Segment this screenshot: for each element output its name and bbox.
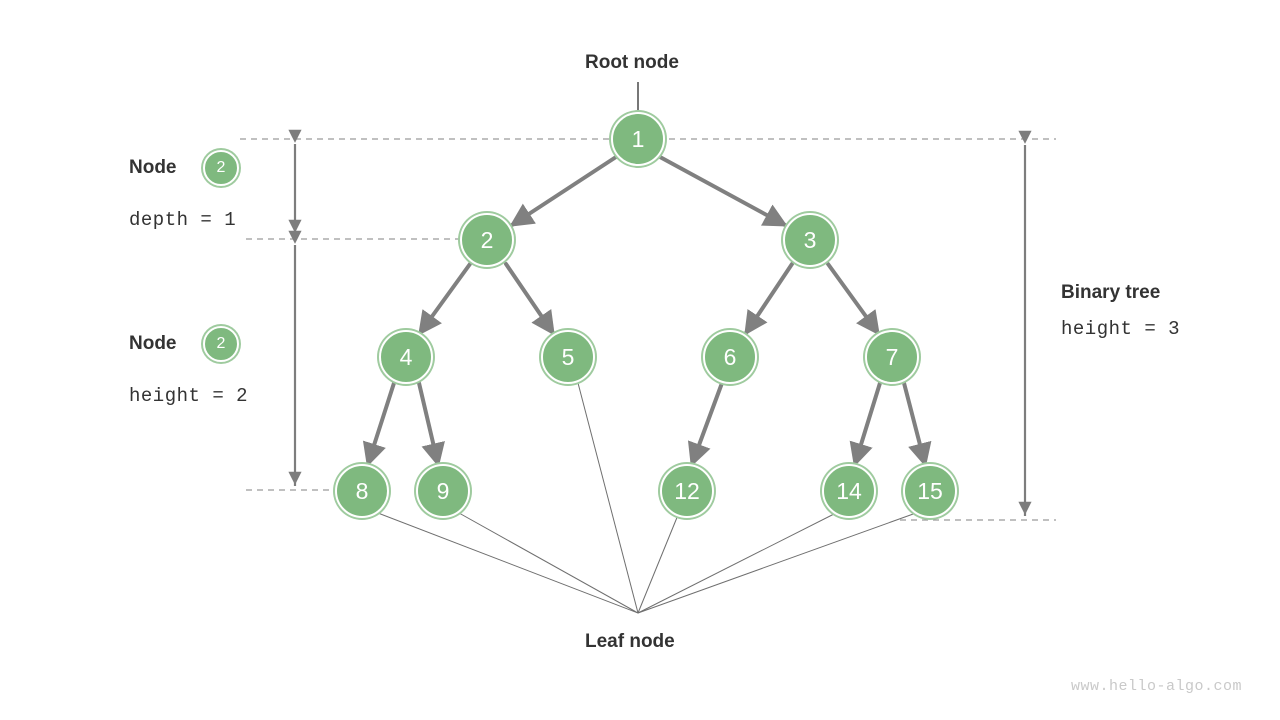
edge-2-5	[504, 262, 555, 336]
leaf-node-label: Leaf node	[585, 631, 675, 652]
tree-node-15[interactable]: 15	[903, 464, 957, 518]
leaf-line-14	[637, 512, 837, 614]
edge-4-9	[417, 381, 445, 468]
tree-node-12[interactable]: 12	[660, 464, 714, 518]
tree-annotation-metric: height = 3	[1061, 318, 1181, 340]
leaf-line-5	[577, 382, 639, 614]
edge-7-15	[902, 381, 932, 468]
leaf-line-9	[458, 512, 639, 614]
tree-annotation-title: Binary tree	[1061, 282, 1161, 303]
guide-lines	[240, 138, 1056, 521]
height-annotation-word: Node	[129, 333, 177, 354]
leaf-line-8	[377, 512, 639, 614]
tree-node-2[interactable]: 2	[460, 213, 514, 267]
edge-1-2	[509, 155, 618, 227]
tree-edges	[362, 155, 932, 468]
edge-3-6	[744, 262, 794, 336]
leaf-line-12	[637, 514, 679, 614]
tree-node-8[interactable]: 8	[335, 464, 389, 518]
tree-node-14[interactable]: 14	[822, 464, 876, 518]
height-annotation-badge: 2	[203, 326, 239, 362]
tree-node-1[interactable]: 1	[611, 112, 665, 166]
tree-node-4[interactable]: 4	[379, 330, 433, 384]
tree-node-9[interactable]: 9	[416, 464, 470, 518]
depth-annotation-metric: depth = 1	[129, 209, 237, 231]
edge-1-3	[658, 155, 788, 227]
tree-node-7[interactable]: 7	[865, 330, 919, 384]
watermark: www.hello-algo.com	[1071, 678, 1243, 695]
tree-node-6[interactable]: 6	[703, 330, 757, 384]
tree-node-3[interactable]: 3	[783, 213, 837, 267]
edge-2-4	[418, 262, 472, 336]
edge-3-7	[826, 262, 880, 336]
height-annotation-metric: height = 2	[129, 385, 249, 407]
tree-node-5[interactable]: 5	[541, 330, 595, 384]
edge-6-12	[687, 381, 724, 468]
leaf-line-15	[637, 512, 917, 614]
depth-annotation-word: Node	[129, 157, 177, 178]
depth-annotation-badge: 2	[203, 150, 239, 186]
edge-4-8	[362, 381, 396, 468]
edge-7-14	[849, 381, 882, 468]
root-node-label: Root node	[585, 52, 679, 73]
